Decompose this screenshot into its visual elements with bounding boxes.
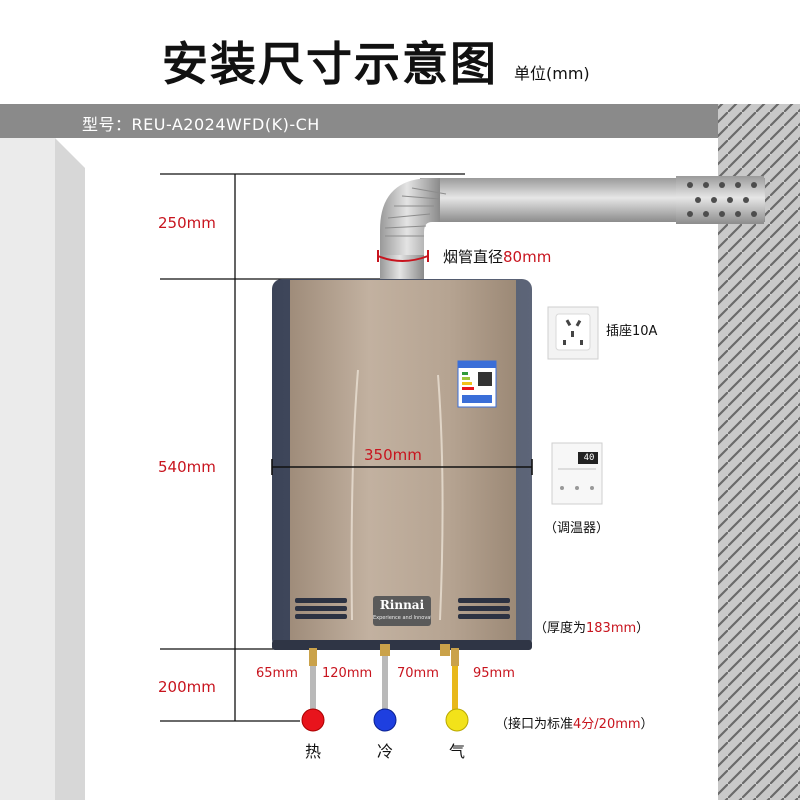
connection-pipes: [309, 644, 459, 720]
thermostat-icon: [551, 442, 603, 505]
model-bar: [0, 104, 800, 138]
hot-water-dot: [301, 708, 325, 732]
spacing-label: 95mm: [473, 666, 515, 681]
water-heater: [272, 279, 532, 650]
socket-label: 插座10A: [606, 324, 658, 339]
body-width-label: 350mm: [364, 446, 422, 464]
bottom-clearance-label: 200mm: [158, 678, 216, 696]
flue-label: 烟管直径80mm: [443, 248, 552, 266]
flue-pipe: [377, 176, 765, 281]
pipe-label-gas: 气: [449, 742, 466, 761]
connector-label: （接口为标准4分/20mm）: [495, 717, 654, 732]
model-number: 型号：REU-A2024WFD(K)-CH: [82, 115, 320, 134]
page-title: 安装尺寸示意图: [162, 37, 498, 91]
spacing-label: 70mm: [397, 666, 439, 681]
thickness-label: （厚度为183mm）: [534, 621, 650, 636]
brand-logo: Rinnai: [379, 598, 425, 612]
body-height-label: 540mm: [158, 458, 216, 476]
unit-label: 单位(mm): [514, 64, 590, 83]
top-clearance-label: 250mm: [158, 214, 216, 232]
pipe-label-cold: 冷: [377, 742, 394, 761]
spacing-label: 65mm: [256, 666, 298, 681]
pipe-label-hot: 热: [305, 742, 322, 761]
spacing-label: 120mm: [322, 666, 373, 681]
thermostat-label: （调温器）: [544, 521, 610, 536]
socket-icon: [547, 306, 599, 360]
gas-dot: [445, 708, 469, 732]
thermostat-display: 40: [583, 453, 595, 463]
left-wall: [0, 138, 85, 800]
brand-tagline: Experience and Innovation: [373, 615, 431, 621]
cold-water-dot: [373, 708, 397, 732]
width-dimension-line: [271, 459, 533, 475]
